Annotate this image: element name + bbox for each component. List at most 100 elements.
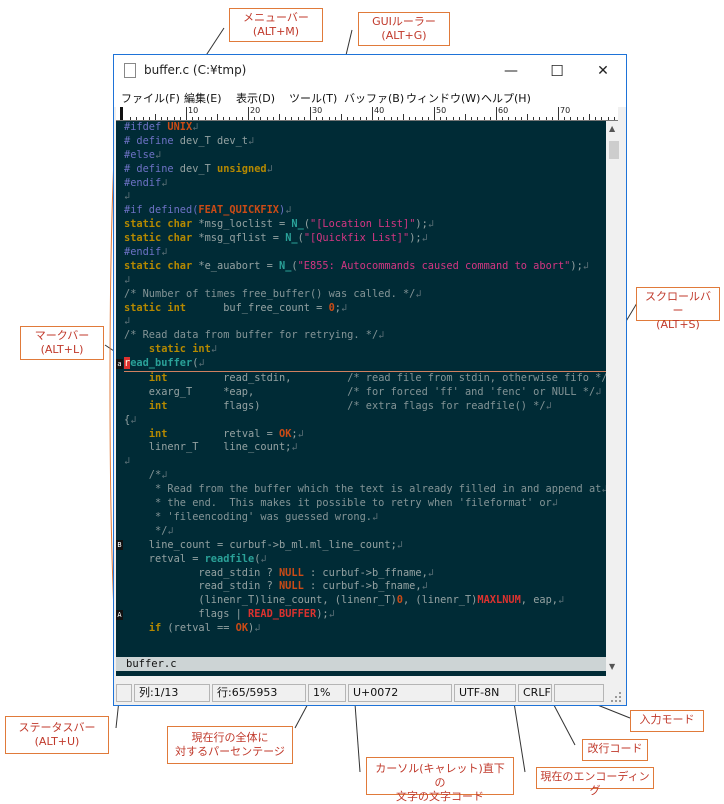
code-line: #ifdef UNIX↲ [124, 121, 606, 135]
eol-mark: ↲ [254, 622, 261, 635]
code-token: static char [124, 232, 199, 245]
eol-mark: ↲ [161, 469, 168, 482]
menu-window[interactable]: ウィンドウ(W) [406, 92, 481, 105]
marker[interactable]: B [116, 540, 123, 550]
code-token: UNIX [167, 121, 193, 133]
eol-mark: ↲ [421, 232, 428, 245]
code-token: unsigned [217, 162, 267, 175]
status-charcode: U+0072 [348, 684, 452, 702]
code-line: int read_stdin, /* read file from stdin,… [124, 372, 606, 386]
code-token: "[Location List]" [310, 218, 416, 231]
title-bar[interactable]: buffer.c (C:¥tmp) — ☐ ✕ [114, 55, 626, 87]
eol-mark: ↲ [427, 218, 435, 231]
ruler-tick [198, 117, 200, 120]
menu-help[interactable]: ヘルプ(H) [481, 92, 531, 105]
ruler-tick [607, 117, 609, 120]
ruler-tick [285, 117, 287, 120]
close-button[interactable]: ✕ [597, 63, 609, 79]
eol-mark: ↲ [124, 190, 131, 203]
menu-edit[interactable]: 編集(E) [184, 92, 222, 105]
eol-mark: ↲ [328, 608, 335, 621]
code-token: NULL [278, 580, 304, 593]
ruler-tick [204, 117, 206, 120]
eol-mark: ↲ [582, 259, 589, 272]
eol-mark: ↲ [248, 134, 255, 147]
eol-mark: ↲ [161, 176, 168, 189]
ruler-tick [167, 117, 169, 120]
code-token [124, 372, 149, 384]
gui-ruler[interactable]: 1020304050607080 [116, 107, 618, 121]
code-token: */ [124, 524, 168, 537]
ruler-tick [130, 117, 132, 120]
ruler-tick [241, 117, 243, 120]
code-token: #else [124, 148, 155, 161]
maximize-button[interactable]: ☐ [550, 62, 564, 80]
code-token: ( [291, 259, 298, 272]
code-token: ; [291, 427, 298, 440]
code-token: FEAT_QUICKFIX [198, 204, 279, 217]
code-token: ; [334, 301, 341, 314]
code-token: ead_buffer [130, 357, 193, 370]
menu-view[interactable]: 表示(D) [236, 92, 276, 105]
ruler-tick [384, 117, 386, 120]
callout-scrollbar: スクロールバー(ALT+S) [636, 287, 720, 331]
ruler-tick [161, 117, 163, 120]
code-token: if [148, 622, 162, 635]
ruler-tick [527, 114, 528, 120]
code-line: flags | READ_BUFFER);↲ [124, 608, 606, 622]
ruler-tick [148, 117, 150, 120]
code-token [124, 428, 149, 440]
scroll-down-icon[interactable]: ▼ [609, 662, 616, 671]
ruler-tick [279, 114, 280, 120]
ruler-tick [310, 107, 311, 120]
callout-inputmode: 入力モード [630, 710, 704, 732]
code-line: static int↲ [124, 343, 606, 357]
marker[interactable]: a [116, 359, 123, 370]
minimize-button[interactable]: — [504, 63, 518, 79]
window-title: buffer.c (C:¥tmp) [144, 63, 247, 77]
menu-file[interactable]: ファイル(F) [121, 92, 180, 105]
ruler-tick [372, 107, 373, 120]
code-token: line_count = curbuf->b_ml.ml_line_count; [124, 538, 397, 551]
callout-markerbar: マークバー(ALT+L) [20, 326, 104, 360]
eol-mark: ↲ [124, 455, 131, 468]
code-line: read_stdin ? NULL : curbuf->b_ffname,↲ [124, 567, 606, 581]
ruler-tick [533, 117, 535, 120]
ruler-tick [409, 117, 411, 120]
eol-mark: ↲ [167, 524, 174, 537]
code-line: */↲ [124, 525, 606, 539]
callout-percent: 現在行の全体に対するパーセンテージ [167, 726, 293, 764]
ruler-tick [378, 117, 380, 120]
code-token: "[Quickfix List]" [303, 232, 410, 245]
ruler-number: 40 [374, 107, 385, 115]
ruler-tick [390, 117, 392, 120]
code-view[interactable]: #ifdef UNIX↲# define dev_T dev_t↲#else↲#… [124, 121, 606, 636]
code-token [124, 343, 149, 355]
ruler-tick [235, 117, 237, 120]
scroll-thumb[interactable] [609, 141, 619, 159]
code-token: r [124, 357, 131, 370]
ruler-tick [502, 117, 504, 120]
code-token: ( [254, 552, 261, 565]
scroll-up-icon[interactable]: ▲ [609, 124, 616, 133]
menu-tools[interactable]: ツール(T) [289, 92, 338, 105]
ruler-tick [415, 117, 417, 120]
vertical-scrollbar[interactable]: ▲ ▼ [606, 121, 622, 676]
eol-mark: ↲ [551, 497, 558, 510]
code-token [124, 622, 149, 634]
marker[interactable]: A [116, 609, 123, 620]
ruler-tick [272, 117, 274, 120]
code-line: ↲ [124, 274, 606, 288]
menu-buffer[interactable]: バッファ(B) [344, 92, 405, 105]
ruler-tick [539, 117, 541, 120]
ruler-tick [260, 117, 262, 120]
ruler-tick [458, 117, 460, 120]
resize-grip-icon[interactable] [610, 691, 622, 703]
status-bar: 列:1/13 行:65/5953 1% U+0072 UTF-8N CRLF [114, 681, 626, 705]
ruler-tick [223, 117, 225, 120]
eol-mark: ↲ [595, 385, 602, 398]
ruler-tick [465, 114, 466, 120]
code-line: static char *msg_loclist = N_("[Location… [124, 218, 606, 232]
